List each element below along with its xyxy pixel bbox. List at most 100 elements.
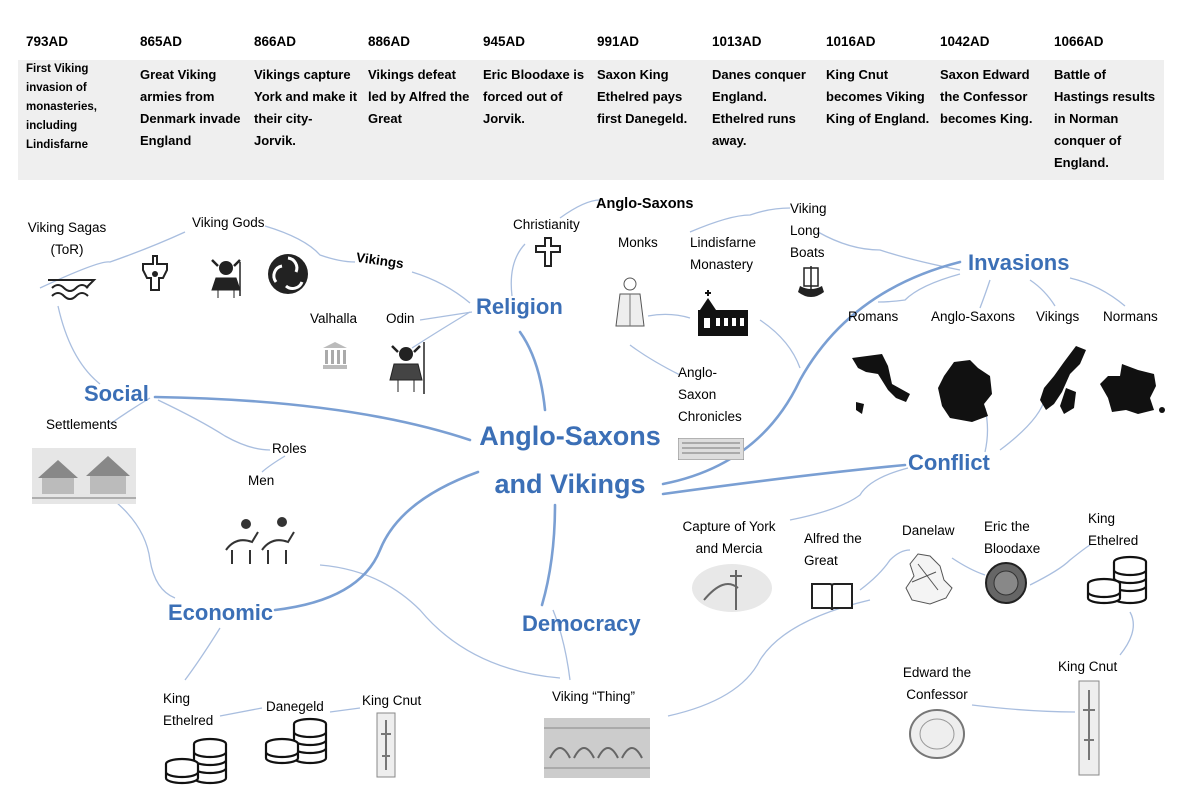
link-vikings-religion	[411, 271, 471, 304]
label-viking-thing: Viking “Thing”	[552, 689, 636, 704]
link-religion-center	[518, 330, 547, 412]
link-invasions-vikings	[1029, 279, 1056, 307]
label-long-boats: Viking Long Boats	[790, 201, 827, 260]
link-christianity-religion	[510, 243, 526, 297]
link-boats-invasions	[817, 231, 961, 271]
timeline-year: 886AD	[368, 34, 411, 49]
horsemen-icon	[225, 517, 295, 564]
coin-stack-icon	[1086, 555, 1148, 605]
label-ethelred-conflict: King Ethelred	[1088, 511, 1139, 548]
central-topic-line1: Anglo-Saxons	[479, 421, 661, 451]
link-gods-vikings	[264, 225, 356, 263]
label-anglo-saxons-invasion: Anglo-Saxons	[931, 309, 1016, 324]
link-eric-ethelred	[1029, 544, 1091, 586]
danelaw-map-icon	[905, 553, 953, 605]
timeline-event: Battle of Hastings results in Norman con…	[1054, 67, 1156, 170]
central-topic: Anglo-Saxons and Vikings	[470, 412, 670, 508]
timeline-event: King Cnut becomes Viking King of England…	[826, 67, 930, 126]
france-map-icon	[1100, 364, 1165, 414]
link-monk-chronicles	[629, 344, 681, 376]
timeline-year: 1016AD	[826, 34, 876, 49]
label-lindisfarne: Lindisfarne Monastery	[690, 235, 757, 272]
link-ethelred-danegeld	[219, 707, 263, 717]
label-cnut-economic: King Cnut	[362, 693, 422, 708]
coin-icon	[985, 562, 1027, 604]
timeline-event: First Viking invasion of monasteries, in…	[26, 63, 97, 151]
timeline-year: 866AD	[254, 34, 297, 49]
link-thing-alfred	[667, 599, 871, 717]
hub-invasions: Invasions	[968, 250, 1070, 275]
label-danelaw: Danelaw	[902, 523, 955, 538]
temple-icon	[323, 342, 347, 369]
link-invasions-romans	[877, 273, 961, 303]
link-alfred-danelaw	[859, 549, 911, 591]
coin-stack-icon	[264, 717, 328, 765]
village-icon	[32, 448, 136, 504]
link-church-invasions	[759, 319, 801, 369]
thor-hammer-icon	[142, 255, 168, 291]
scroll-text-icon	[678, 438, 744, 460]
timeline-event: Vikings defeat led by Alfred the Great	[368, 67, 470, 126]
link-social-center	[153, 395, 472, 442]
timeline-band	[18, 60, 1164, 180]
link-economic-ethelred	[184, 627, 221, 681]
label-christianity: Christianity	[513, 217, 580, 232]
label-danegeld: Danegeld	[266, 699, 324, 714]
germany-map-icon	[938, 360, 992, 422]
link-center-invasions	[661, 260, 962, 486]
label-normans: Normans	[1103, 309, 1158, 324]
hub-social: Social	[84, 381, 149, 406]
viking-warrior-icon	[211, 259, 241, 298]
timeline-year: 793AD	[26, 34, 69, 49]
link-men-thing	[319, 564, 561, 679]
timeline-event: Saxon King Ethelred pays first Danegeld.	[597, 67, 688, 126]
link-ethelred-cnut	[1119, 611, 1134, 656]
seal-icon	[909, 709, 965, 759]
link-settlements-economic	[99, 489, 176, 599]
label-chronicles: Anglo- Saxon Chronicles	[678, 365, 742, 424]
timeline-event: Eric Bloodaxe is forced out of Jorvik.	[483, 67, 585, 126]
timeline-year: 865AD	[140, 34, 183, 49]
label-roles: Roles	[272, 441, 307, 456]
label-valhalla: Valhalla	[310, 311, 358, 326]
monk-icon	[615, 277, 645, 327]
hub-conflict: Conflict	[908, 450, 990, 475]
label-odin: Odin	[386, 311, 415, 326]
cnut-figure-icon	[376, 712, 396, 778]
link-invasions-anglosaxons	[979, 279, 991, 309]
link-odin-religion2	[411, 311, 471, 349]
label-viking-sagas: Viking Sagas (ToR)	[27, 220, 107, 257]
label-alfred: Alfred the Great	[804, 531, 862, 568]
link-democracy-thing	[552, 609, 571, 681]
link-center-economic	[273, 470, 480, 612]
timeline: 793AD First Viking invasion of monasteri…	[18, 22, 1164, 180]
label-york-mercia: Capture of York and Mercia	[682, 519, 776, 556]
triskelion-icon	[268, 254, 308, 294]
link-social-roles	[157, 399, 271, 451]
label-settlements: Settlements	[46, 417, 118, 432]
link-monk-church	[647, 313, 691, 319]
link-edward-cnut	[971, 704, 1076, 713]
tapestry-icon	[544, 718, 650, 778]
italy-map-icon	[852, 354, 910, 414]
central-topic-line2: and Vikings	[494, 469, 646, 499]
link-anglosaxons-boats	[689, 207, 791, 233]
church-icon	[698, 290, 748, 336]
timeline-year: 1066AD	[1054, 34, 1104, 49]
link-invasions-normans	[1069, 277, 1126, 307]
link-danelaw-eric	[951, 557, 986, 576]
label-anglo-saxons-religion: Anglo-Saxons	[596, 196, 694, 212]
label-romans: Romans	[848, 309, 899, 324]
timeline-event: Danes conquer England. Ethelred runs awa…	[712, 67, 806, 148]
timeline-event: Great Viking armies from Denmark invade …	[140, 67, 241, 148]
book-icon	[811, 583, 853, 610]
longboat-icon	[798, 266, 824, 297]
label-men: Men	[248, 473, 275, 488]
link-conflict-york	[789, 467, 909, 521]
link-sagas-social	[57, 305, 101, 385]
timeline-year: 991AD	[597, 34, 640, 49]
odin-icon	[389, 342, 425, 394]
label-vikings-invasion: Vikings	[1036, 309, 1080, 324]
timeline-year: 1042AD	[940, 34, 990, 49]
